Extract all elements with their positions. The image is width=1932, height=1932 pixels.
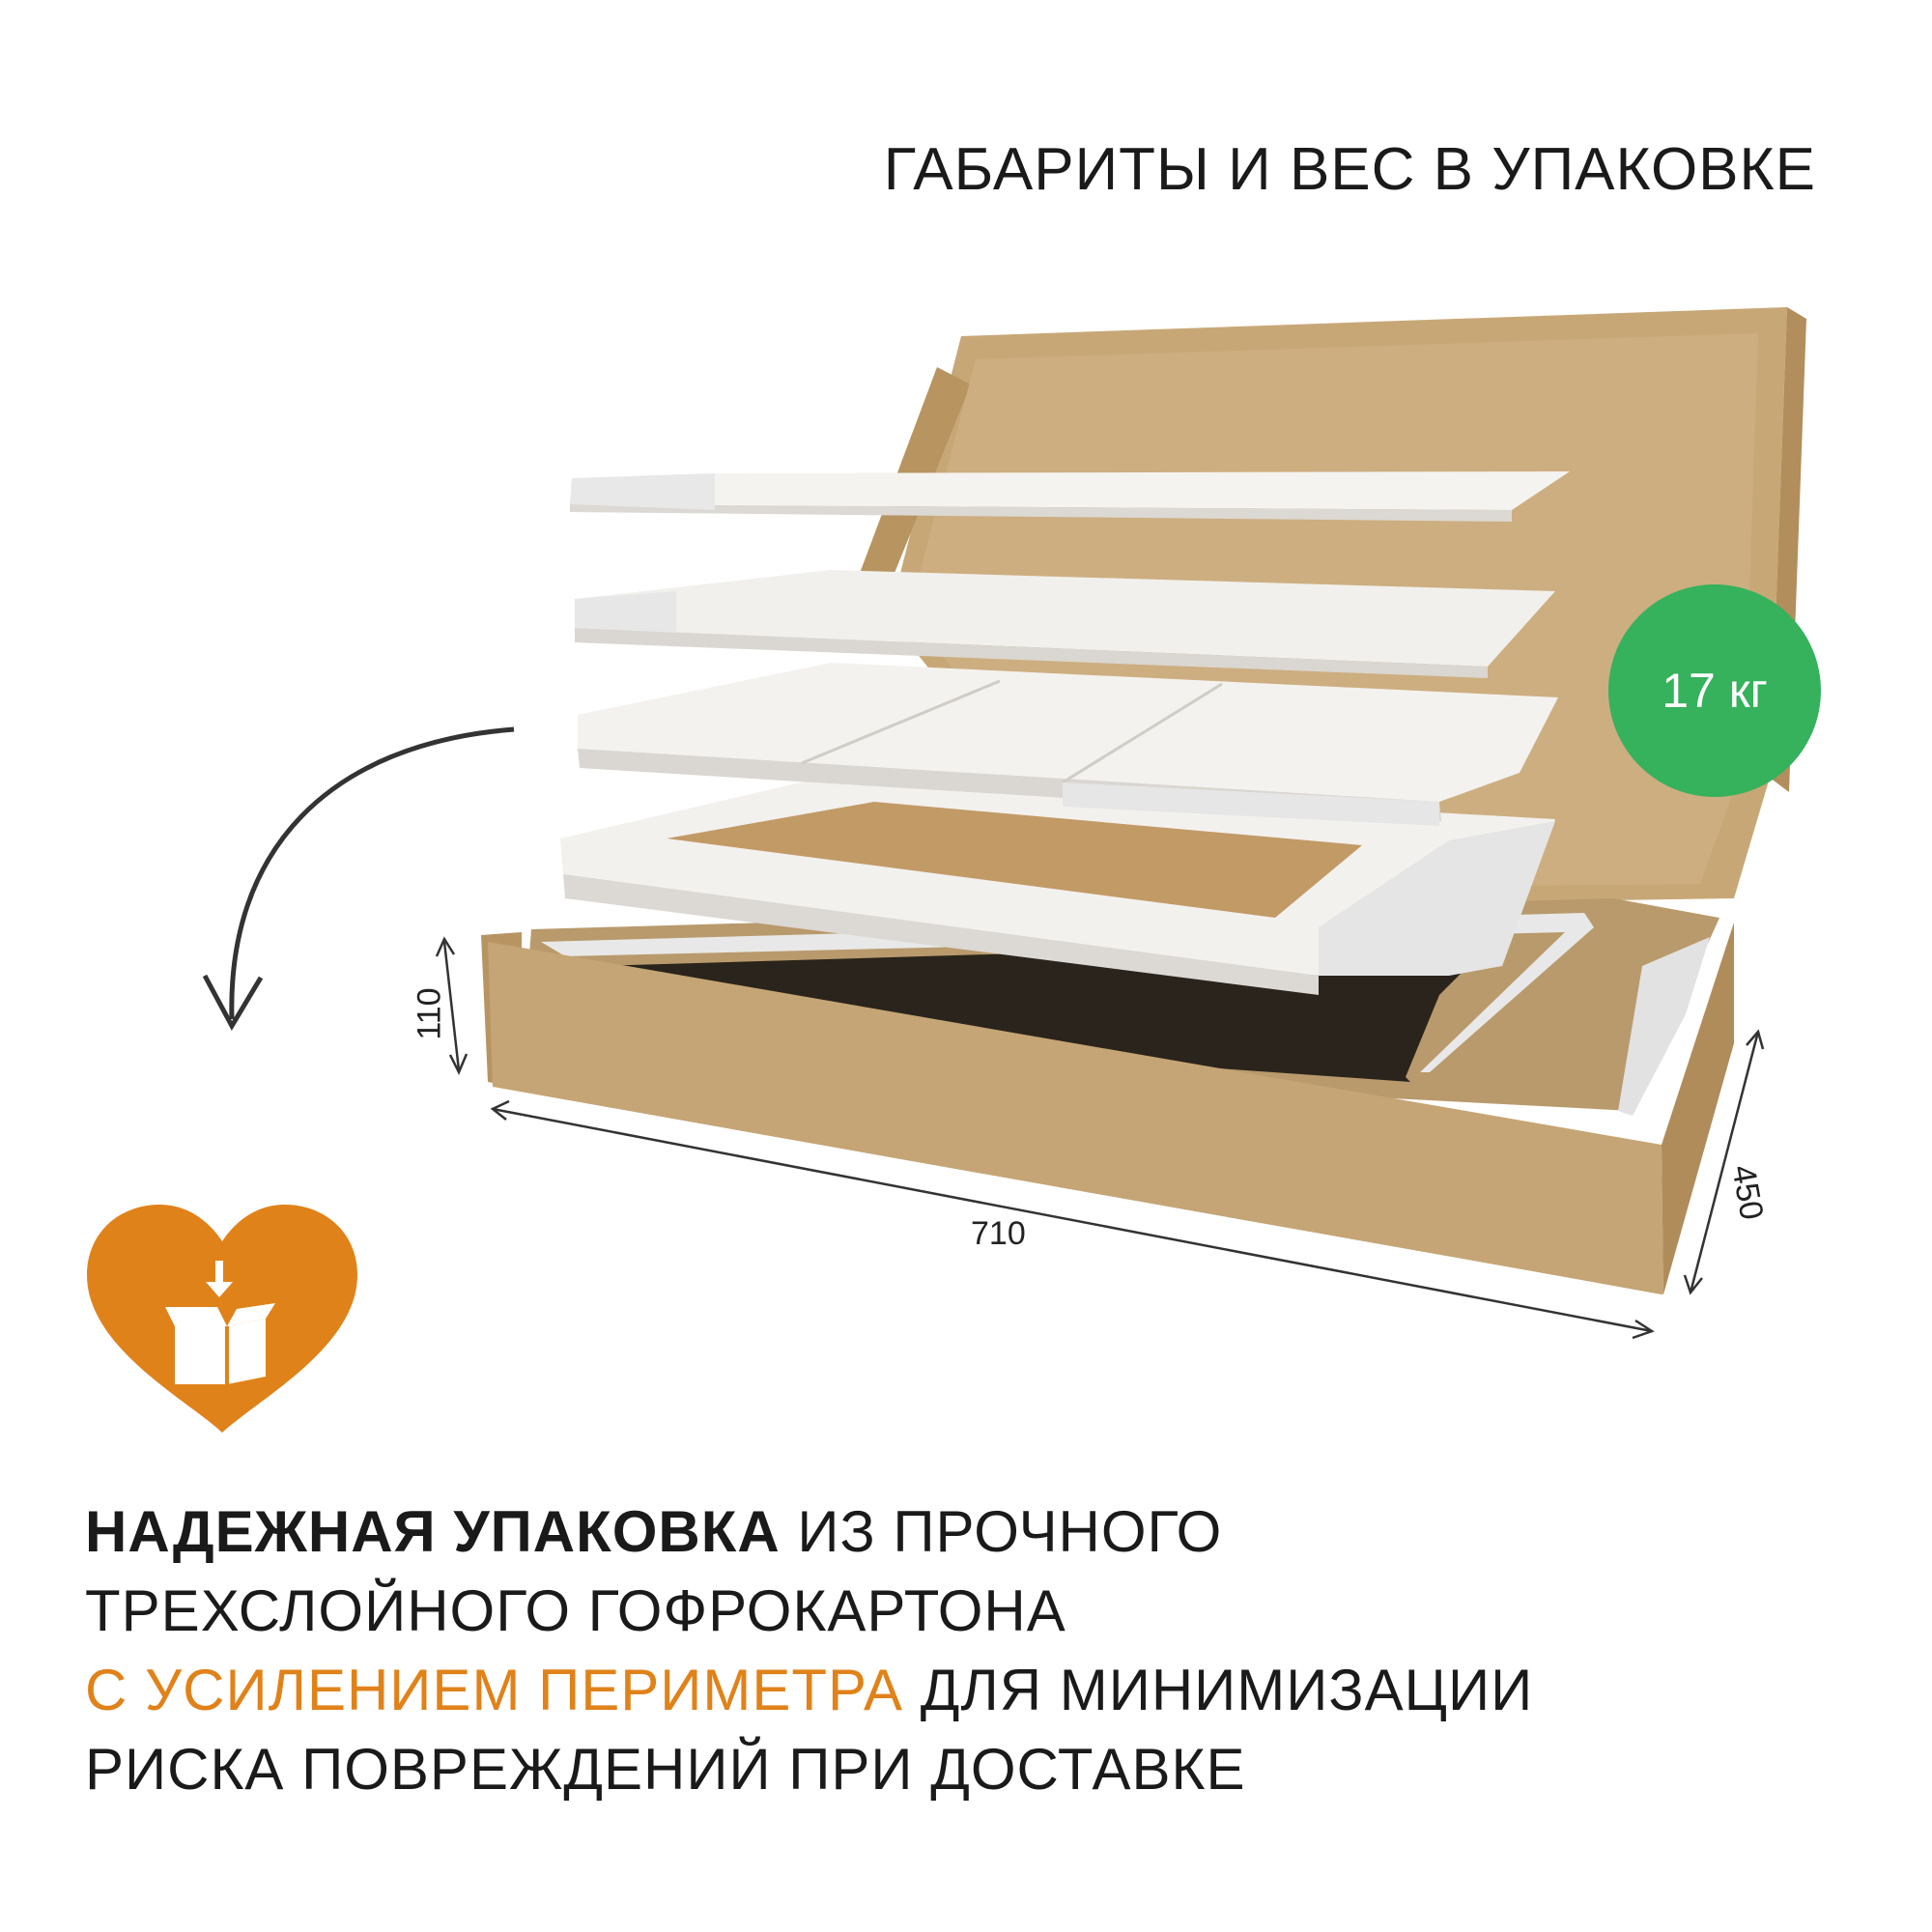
package-heart-icon bbox=[87, 1205, 357, 1433]
layer-1-front bbox=[570, 504, 1512, 522]
layer-1-board bbox=[570, 471, 1570, 510]
layer-1-foam bbox=[570, 473, 715, 510]
curved-arrow-head bbox=[202, 974, 264, 1032]
dim-height-line bbox=[442, 941, 461, 1071]
description-line-3-rest: ДЛЯ МИНИМИЗАЦИИ bbox=[903, 1658, 1534, 1722]
layer-3-seam-1 bbox=[801, 679, 1001, 765]
packaging-description: НАДЕЖНАЯ УПАКОВКА ИЗ ПРОЧНОГО ТРЕХСЛОЙНО… bbox=[85, 1492, 1872, 1809]
description-line-3: С УСИЛЕНИЕМ ПЕРИМЕТРА ДЛЯ МИНИМИЗАЦИИ bbox=[85, 1651, 1872, 1730]
box-front-panel bbox=[488, 942, 1663, 1294]
description-bold: НАДЕЖНАЯ УПАКОВКА bbox=[85, 1499, 781, 1564]
description-line-2: ТРЕХСЛОЙНОГО ГОФРОКАРТОНА bbox=[85, 1578, 1066, 1643]
weight-badge: 17 кг bbox=[1608, 584, 1821, 797]
description-accent: С УСИЛЕНИЕМ ПЕРИМЕТРА bbox=[85, 1658, 904, 1722]
layer-2-board bbox=[575, 570, 1555, 667]
packaging-illustration bbox=[202, 307, 1806, 1340]
layer-3-foam-strip bbox=[1063, 782, 1439, 826]
box-right-foam bbox=[1618, 937, 1710, 1116]
layer-2-front bbox=[575, 628, 1488, 678]
dim-length-line bbox=[492, 1107, 1653, 1333]
description-line-1-rest: ИЗ ПРОЧНОГО bbox=[780, 1499, 1223, 1564]
dimension-height-label: 110 bbox=[411, 987, 448, 1040]
box-right-side bbox=[1662, 923, 1734, 1294]
curved-arrow-icon bbox=[229, 726, 515, 1020]
description-line-4: РИСКА ПОВРЕЖДЕНИЙ ПРИ ДОСТАВКЕ bbox=[85, 1737, 1246, 1802]
layer-4-front bbox=[563, 874, 1319, 995]
dimension-length-label: 710 bbox=[971, 1215, 1026, 1252]
dim-depth-line bbox=[1689, 1031, 1760, 1293]
page-title: ГАБАРИТЫ И ВЕС В УПАКОВКЕ bbox=[883, 136, 1816, 203]
layer-2-foam bbox=[575, 591, 676, 633]
description-line-1: НАДЕЖНАЯ УПАКОВКА ИЗ ПРОЧНОГО bbox=[85, 1492, 1872, 1572]
layer-4-foam-block bbox=[1319, 821, 1555, 976]
layer-4-kraft bbox=[667, 802, 1362, 918]
layer-3-seam-2 bbox=[1062, 682, 1223, 784]
